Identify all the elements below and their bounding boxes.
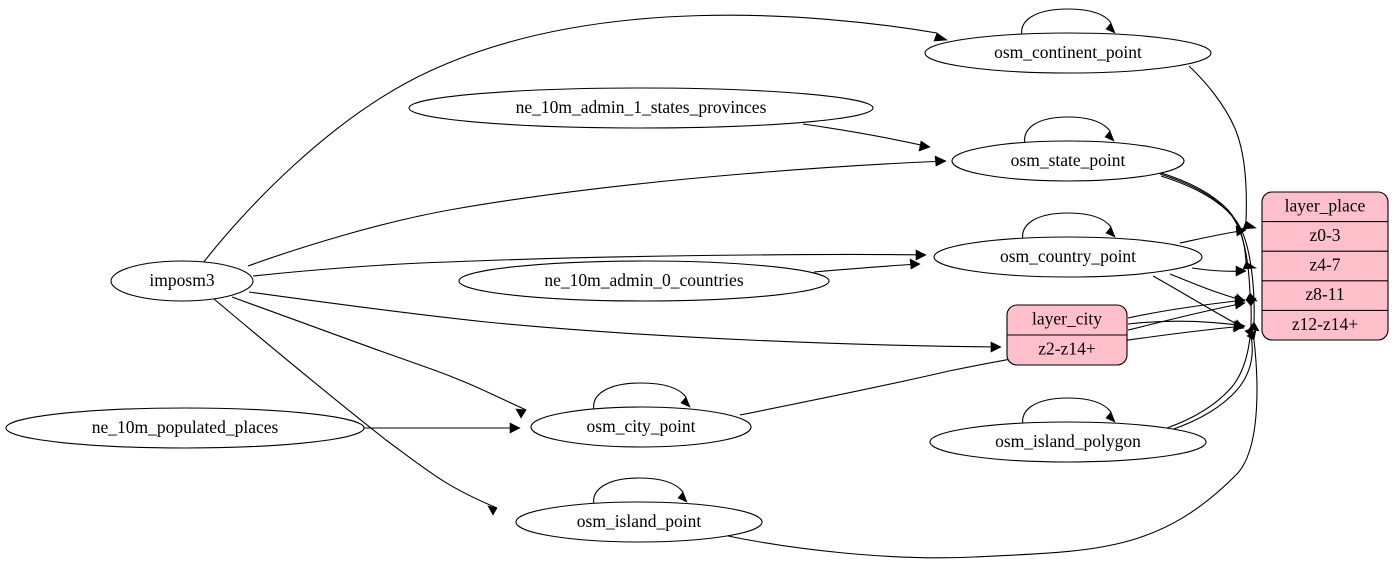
edge-layer_city-to-layer_place-z8-11-b <box>1127 298 1246 331</box>
node-label-osm_continent_point: osm_continent_point <box>994 42 1142 62</box>
record-row-layer_place-z4-7[interactable]: z4-7 <box>1309 255 1340 275</box>
edge-osm_island_polygon-to-layer_place-z12-z14+ <box>1170 326 1255 431</box>
edge-osm_country_point-to-layer_place-z0-3 <box>1179 225 1247 244</box>
node-osm_country_point[interactable]: osm_country_point <box>933 236 1203 278</box>
record-row-layer_place-z8-11[interactable]: z8-11 <box>1305 284 1344 304</box>
self-loop-osm_island_point <box>593 477 688 506</box>
edge-osm_country_point-to-layer_place-z8-11 <box>1169 273 1246 305</box>
edge-osm_country_point-to-layer_place-z4-7 <box>1191 265 1247 277</box>
edge-osm_island_point-to-layer_place-z12-z14+ <box>722 329 1258 559</box>
record-node-layer_city[interactable]: layer_city z2-z14+ <box>1006 304 1128 366</box>
edge-ne_states_provinces-to-osm_state_point <box>802 123 931 152</box>
node-label-osm_island_polygon: osm_island_polygon <box>995 431 1141 451</box>
node-label-osm_state_point: osm_state_point <box>1011 150 1126 170</box>
record-row-layer_place-z12-z14+[interactable]: z12-z14+ <box>1292 314 1358 334</box>
node-osm_city_point[interactable]: osm_city_point <box>530 406 752 448</box>
node-label-imposm3: imposm3 <box>149 270 214 290</box>
edge-ne_populated_places-to-osm_city_point <box>364 422 521 434</box>
record-row-layer_place-title: layer_place <box>1285 196 1366 216</box>
edge-imposm3-to-osm_state_point <box>247 155 947 267</box>
edge-imposm3-to-layer_city <box>248 291 1002 353</box>
self-loop-osm_continent_point <box>1021 8 1116 37</box>
edge-imposm3-to-osm_island_point <box>213 298 498 516</box>
node-label-osm_city_point: osm_city_point <box>587 416 696 436</box>
node-label-ne_10m_populated_places: ne_10m_populated_places <box>92 417 279 437</box>
edge-osm_continent_point-to-layer_place-z0-3 <box>1188 65 1257 230</box>
edge-layer <box>202 8 1260 559</box>
node-label-osm_island_point: osm_island_point <box>577 511 702 531</box>
record-row-layer_place-z0-3[interactable]: z0-3 <box>1309 225 1340 245</box>
node-osm_state_point[interactable]: osm_state_point <box>951 140 1185 182</box>
edge-imposm3-to-osm_continent_point <box>202 14 948 264</box>
node-ne_10m_admin_0_countries[interactable]: ne_10m_admin_0_countries <box>458 260 830 302</box>
record-row-layer_city-z2-z14+[interactable]: z2-z14+ <box>1038 339 1096 359</box>
node-imposm3[interactable]: imposm3 <box>110 260 254 302</box>
self-loop-osm_city_point <box>593 382 691 411</box>
self-loop-osm_state_point <box>1024 116 1115 145</box>
edge-osm_state_point-to-layer_place-z8-11 <box>1159 173 1258 302</box>
node-ne_10m_admin_1_states_provinces[interactable]: ne_10m_admin_1_states_provinces <box>408 87 874 129</box>
edge-imposm3-to-osm_country_point <box>252 249 927 277</box>
node-label-ne_10m_admin_1_states_provinces: ne_10m_admin_1_states_provinces <box>516 97 767 117</box>
node-label-osm_country_point: osm_country_point <box>1000 246 1136 266</box>
node-ne_10m_populated_places[interactable]: ne_10m_populated_places <box>5 407 365 449</box>
edge-imposm3-to-osm_city_point <box>231 296 527 419</box>
edge-ne_admin_0_countries-to-osm_country_point <box>813 258 921 273</box>
edge-osm_city_point-to-layer_place-z12-z14+ <box>739 321 1245 416</box>
self-loop-osm_country_point <box>1022 212 1116 241</box>
node-osm_island_point[interactable]: osm_island_point <box>515 501 763 543</box>
node-layer: imposm3 ne_10m_admin_1_states_provinces … <box>5 32 1212 543</box>
node-label-ne_10m_admin_0_countries: ne_10m_admin_0_countries <box>544 270 743 290</box>
node-osm_island_polygon[interactable]: osm_island_polygon <box>929 421 1207 463</box>
self-loop-osm_island_polygon <box>1022 397 1116 426</box>
record-node-layer: layer_place z0-3 z4-7 z8-11 z12-z14+ lay… <box>1006 191 1389 366</box>
node-osm_continent_point[interactable]: osm_continent_point <box>924 32 1212 74</box>
record-row-layer_city-title: layer_city <box>1032 309 1102 329</box>
record-node-layer_place[interactable]: layer_place z0-3 z4-7 z8-11 z12-z14+ <box>1261 191 1389 341</box>
